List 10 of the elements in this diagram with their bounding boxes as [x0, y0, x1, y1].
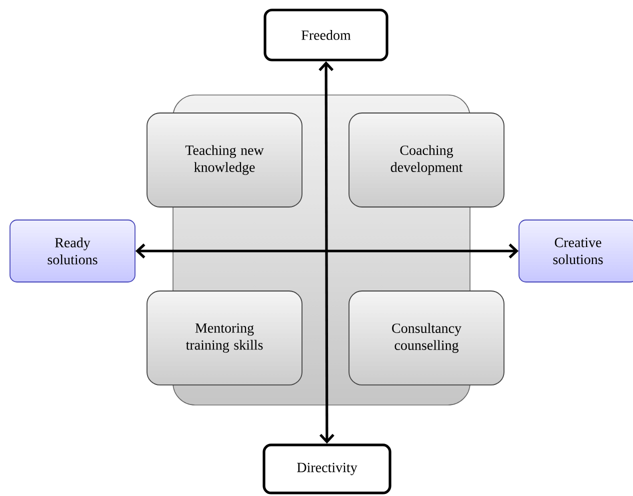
- label-box: Creative solutions: [518, 220, 633, 282]
- quadrant-box: Mentoring training skills: [146, 290, 302, 386]
- label-box: Ready solutions: [10, 220, 136, 282]
- label-box: Directivity: [262, 444, 392, 494]
- double-arrow: [318, 61, 334, 444]
- double-arrow: [135, 244, 519, 258]
- quadrant-box: Teaching new knowledge: [146, 112, 302, 208]
- quadrant-box: Coaching development: [348, 112, 504, 208]
- quadrant-box: Consultancy counselling: [348, 290, 504, 386]
- label-box: Freedom: [264, 8, 388, 62]
